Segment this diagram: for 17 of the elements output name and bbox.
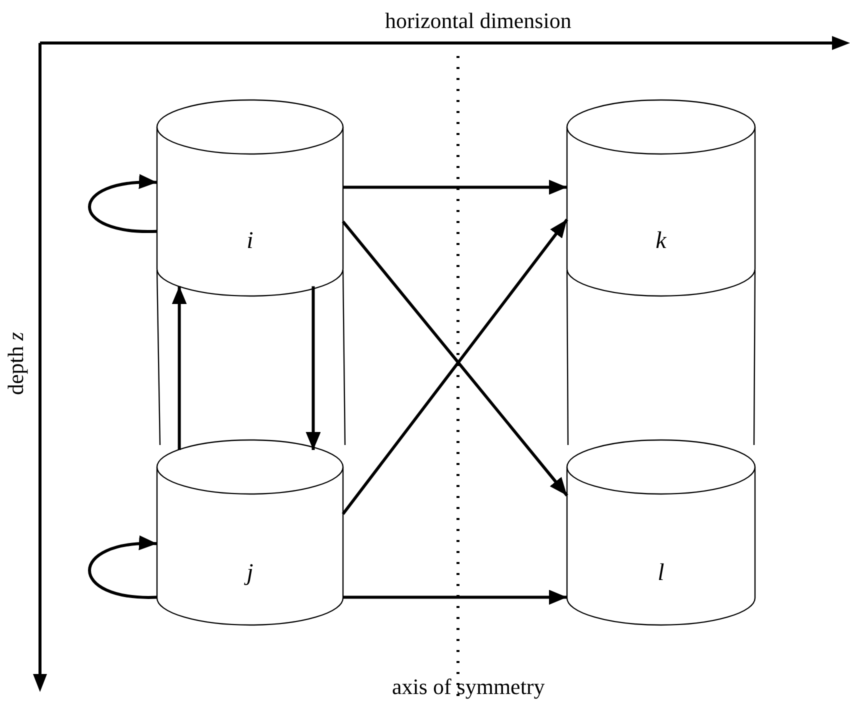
- axis-label: axis of symmetry: [392, 676, 545, 698]
- axis-label: horizontal dimension: [385, 10, 572, 32]
- cylinder-node: [157, 100, 343, 296]
- arrow: [343, 590, 567, 605]
- cylinder-node: [157, 440, 343, 625]
- cylinder-node: [567, 440, 755, 625]
- node-label: j: [246, 561, 254, 586]
- node-label: i: [246, 229, 254, 254]
- arrow: [88, 536, 158, 599]
- cylinder-node: [567, 100, 755, 296]
- arrow: [172, 286, 187, 450]
- node-label: k: [656, 229, 666, 254]
- arrow: [306, 286, 321, 450]
- axis-label: depth z: [5, 332, 27, 395]
- arrow: [88, 175, 158, 233]
- arrow: [343, 180, 567, 195]
- node-label: l: [658, 561, 664, 586]
